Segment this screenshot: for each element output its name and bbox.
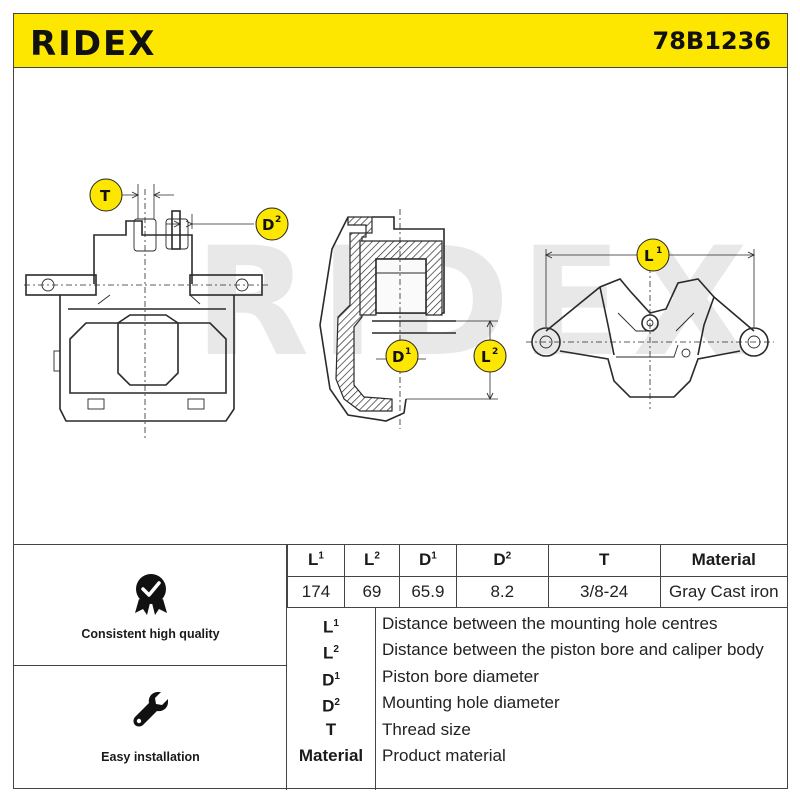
part-number: 78B1236 <box>652 27 772 55</box>
front-view <box>24 184 269 439</box>
svg-text:1: 1 <box>405 347 411 357</box>
ridex-logo: RIDEX <box>30 24 157 60</box>
svg-text:2: 2 <box>492 347 498 357</box>
svg-text:D: D <box>392 348 404 366</box>
legend-row-t: T Thread size <box>287 717 787 743</box>
value-l2: 69 <box>343 575 400 608</box>
legend-row-l1: L1 Distance between the mounting hole ce… <box>287 611 787 637</box>
specs-value-row: 174 69 65.9 8.2 3/8-24 Gray Cast iron <box>287 575 787 608</box>
header-t: T <box>547 545 661 577</box>
wrench-icon <box>133 692 168 727</box>
value-d2: 8.2 <box>455 575 549 608</box>
feature-label: Consistent high quality <box>81 627 220 641</box>
specs-header-row: L1 L2 D1 D2 T Material <box>287 545 787 577</box>
legend-key: D1 <box>322 670 340 690</box>
product-sheet: RIDEX 78B1236 RIDEX <box>13 13 788 790</box>
legend-row-material: Material Product material <box>287 743 787 769</box>
header-bar: RIDEX 78B1236 <box>14 14 787 68</box>
legend-key: L2 <box>323 643 339 663</box>
feature-quality: Consistent high quality <box>14 545 287 666</box>
feature-installation: Easy installation <box>14 666 287 790</box>
legend-desc: Product material <box>382 746 506 765</box>
bubble-l1: L 1 <box>636 238 670 272</box>
bubble-t: T <box>89 178 123 212</box>
logo-text: RIDEX <box>30 24 157 60</box>
feature-label: Easy installation <box>101 750 200 764</box>
legend-desc: Thread size <box>382 720 471 739</box>
svg-text:L: L <box>644 247 654 265</box>
legend-row-d2: D2 Mounting hole diameter <box>287 690 787 716</box>
value-material: Gray Cast iron <box>659 575 787 608</box>
legend-row-d1: D1 Piston bore diameter <box>287 664 787 690</box>
bubble-d1: D 1 <box>385 339 419 373</box>
specs-table: L1 L2 D1 D2 T Material 174 69 65.9 8.2 3… <box>287 545 787 608</box>
legend-key: L1 <box>323 617 339 637</box>
svg-text:1: 1 <box>656 246 662 256</box>
info-panel: Consistent high quality Easy installatio… <box>14 544 787 790</box>
legend-key: T <box>325 720 337 739</box>
header-l2: L2 <box>343 545 400 577</box>
header-material: Material <box>659 545 787 577</box>
legend-row-l2: L2 Distance between the piston bore and … <box>287 637 787 663</box>
legend-desc: Distance between the mounting hole centr… <box>382 614 718 633</box>
legend-desc: Piston bore diameter <box>382 667 539 686</box>
bubble-d2: D 2 <box>255 207 289 241</box>
header-l1: L1 <box>287 545 345 577</box>
section-view <box>319 209 498 429</box>
value-d1: 65.9 <box>398 575 457 608</box>
svg-text:D: D <box>262 216 274 234</box>
legend-key: Material <box>298 746 364 765</box>
legend: L1 Distance between the mounting hole ce… <box>287 608 787 790</box>
legend-divider <box>375 608 376 790</box>
caliper-drawing: RIDEX <box>24 178 774 439</box>
svg-text:2: 2 <box>275 215 281 225</box>
svg-text:L: L <box>481 348 491 366</box>
technical-drawing: RIDEX <box>14 69 787 544</box>
legend-desc: Distance between the piston bore and cal… <box>382 640 764 659</box>
legend-desc: Mounting hole diameter <box>382 693 560 712</box>
quality-badge-icon <box>135 574 167 615</box>
svg-text:T: T <box>100 187 111 205</box>
legend-key: D2 <box>322 696 340 716</box>
header-d1: D1 <box>398 545 457 577</box>
value-t: 3/8-24 <box>547 575 661 608</box>
header-d2: D2 <box>455 545 549 577</box>
value-l1: 174 <box>287 575 345 608</box>
bubble-l2: L 2 <box>473 339 507 373</box>
